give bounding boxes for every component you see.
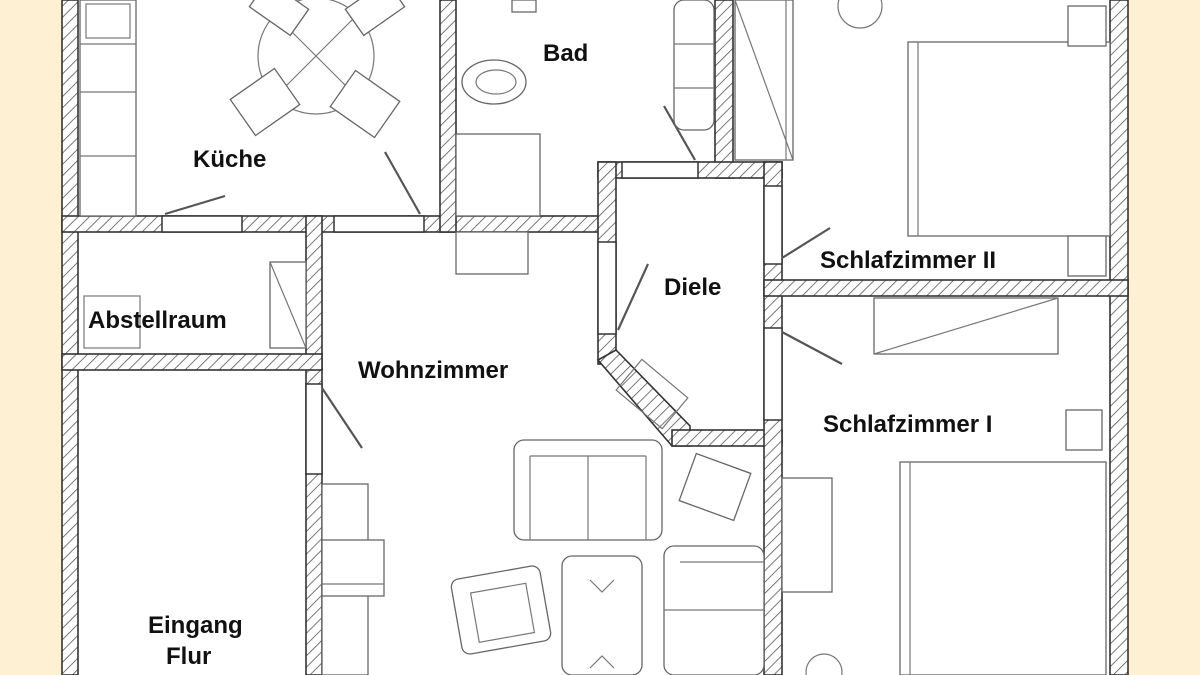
kitchen-sink [85,3,131,39]
nightstand [1067,5,1107,47]
door-bath-swing [663,105,696,161]
living-cabinet [455,231,529,275]
door-bedroom2-swing [781,227,831,259]
door-diele-swing [616,263,650,331]
wall-bedroom-divider [763,279,1129,297]
label-diele: Diele [664,274,721,301]
dining-chair [329,69,401,139]
bed-bedroom1 [899,461,1107,675]
door-living [305,383,323,475]
outer-wall-right [1109,0,1129,675]
nightstand [1067,235,1107,277]
toilet [461,59,527,105]
door-bedroom2 [763,185,783,265]
door-kitchen-living-swing [384,151,421,215]
dining-chair [248,0,310,37]
wall-bath-right [714,0,734,179]
door-kitchen [161,215,243,233]
tv-cabinet [321,539,385,597]
label-eingang: Eingang [148,612,243,639]
shower [455,133,541,217]
door-diele-left [597,241,617,335]
bath-fixture [511,0,537,13]
door-living-swing [321,387,363,449]
dining-chair [344,0,406,37]
label-wohnzimmer: Wohnzimmer [358,357,508,384]
door-kitchen-swing [164,194,226,216]
wall-kitchen-bath [439,0,457,233]
bedroom2-chair [837,0,883,29]
dining-chair [229,67,301,137]
label-schlafzimmer-2: Schlafzimmer II [820,247,996,274]
washbasins [673,0,715,131]
outer-wall-left [61,0,79,675]
door-bedroom1 [763,327,783,421]
dining-table [257,0,375,115]
door-bath [621,161,699,179]
label-bad: Bad [543,40,588,67]
coffee-table [561,555,643,675]
nightstand [1065,409,1103,451]
doors [161,105,843,475]
armchair-small [678,452,752,522]
label-flur: Flur [166,643,211,670]
door-kitchen-living [333,215,425,233]
door-bedroom1-swing [781,331,843,365]
label-abstellraum: Abstellraum [88,307,227,334]
bedroom1-chair [805,653,843,675]
dresser [781,477,833,593]
armchair [450,565,552,655]
label-schlafzimmer-1: Schlafzimmer I [823,411,992,438]
diele-chair [615,358,689,430]
furniture [79,0,1111,675]
label-kueche: Küche [193,146,266,173]
room-labels: Küche Bad Diele Schlafzimmer II Abstellr… [88,40,996,670]
kitchen-counter [79,0,137,217]
bed-bedroom2 [907,41,1111,237]
wall-storage-bottom [61,353,323,371]
